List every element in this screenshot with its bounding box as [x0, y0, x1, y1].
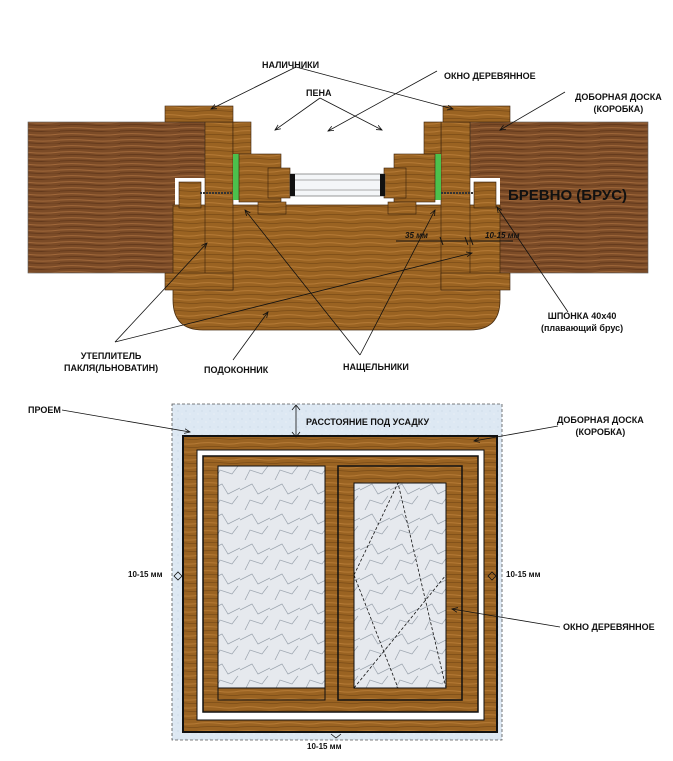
label-opening: ПРОЕМ [28, 405, 61, 415]
label-line: ДОБОРНАЯ ДОСКА [557, 415, 644, 425]
label-line: ДОБОРНАЯ ДОСКА [575, 92, 662, 102]
label-wooden-window: ОКНО ДЕРЕВЯННОЕ [444, 71, 536, 81]
trim-left-top [164, 105, 234, 123]
jamb-right [440, 121, 471, 291]
left-pane-glass [217, 465, 326, 689]
label-line: ШПОНКА 40х40 [547, 311, 617, 321]
label-key-beam: ШПОНКА 40х40 (плавающий брус) [541, 310, 623, 334]
label-box: ДОБОРНАЯ ДОСКА (КОРОБКА) [557, 414, 644, 438]
opening-direction-lines [353, 481, 447, 689]
window-frame-profile [238, 153, 436, 215]
label-line: (КОРОБКА) [575, 427, 626, 437]
foam-left [233, 154, 239, 200]
label-cover-strips: НАЩЕЛЬНИКИ [343, 362, 409, 372]
label-insulation: УТЕПЛИТЕЛЬ ПАКЛЯ(ЛЬНОВАТИН) [64, 350, 158, 374]
label-line: ПАКЛЯ(ЛЬНОВАТИН) [64, 363, 159, 373]
label-line: (плавающий брус) [541, 323, 624, 333]
label-nalichniki: НАЛИЧНИКИ [262, 60, 320, 70]
dimension-10-15mm: 10-15 мм [485, 231, 520, 240]
trim-left-bottom [164, 272, 234, 291]
trim-right-top [442, 105, 511, 123]
jamb-left [204, 121, 234, 291]
gap-right-label: 10-15 мм [506, 570, 541, 579]
key-left [178, 181, 202, 209]
label-windowsill: ПОДОКОННИК [204, 365, 269, 375]
trim-right-bottom [440, 272, 511, 291]
label-log: БРЕВНО (БРУС) [508, 187, 628, 204]
label-foam: ПЕНА [306, 88, 332, 98]
label-line: (КОРОБКА) [593, 104, 644, 114]
foam-right [435, 154, 441, 200]
gap-left-label: 10-15 мм [128, 570, 163, 579]
right-pane-glass [353, 482, 447, 689]
window-sill [172, 204, 501, 331]
glass-unit [289, 173, 386, 197]
gap-bottom-label: 10-15 мм [307, 742, 342, 751]
key-right [473, 181, 497, 209]
dimension-35mm: 35 мм [405, 231, 428, 240]
label-line: УТЕПЛИТЕЛЬ [80, 351, 142, 361]
label-extension-board: ДОБОРНАЯ ДОСКА (КОРОБКА) [575, 91, 662, 115]
label-wooden-window-bottom: ОКНО ДЕРЕВЯННОЕ [563, 622, 655, 632]
label-shrinkage-gap: РАССТОЯНИЕ ПОД УСАДКУ [306, 417, 430, 427]
